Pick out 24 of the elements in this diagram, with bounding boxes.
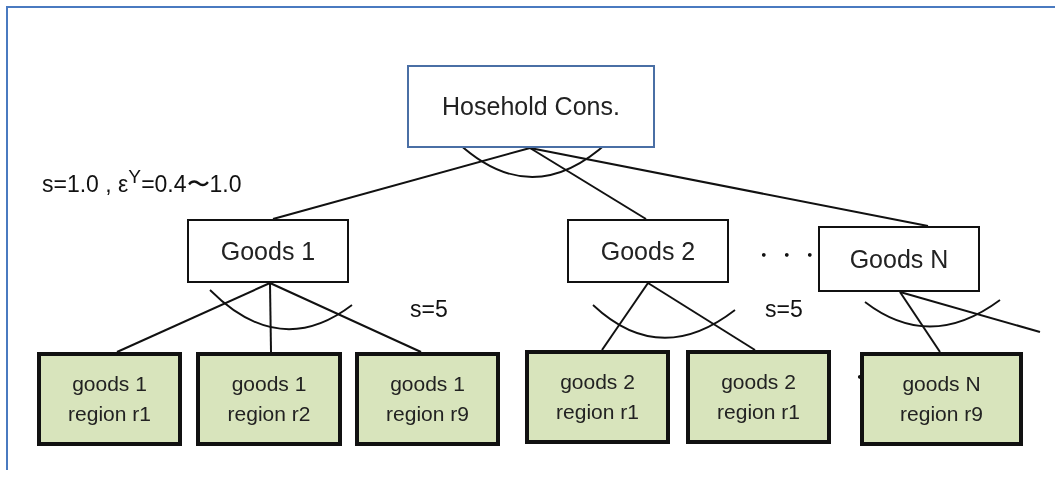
ellipsis-mark: ・・・ (752, 241, 821, 270)
connector-line (269, 282, 422, 353)
parameter-label: s=5 (765, 296, 803, 323)
connector-line (529, 147, 929, 227)
connector-line (899, 291, 1041, 333)
regional-goods-box: goods 1 region r2 (196, 352, 342, 446)
connector-line (116, 282, 271, 353)
regional-goods-box: goods 1 region r1 (37, 352, 182, 446)
regional-goods-box: goods 2 region r1 (525, 350, 670, 444)
connector-line (647, 282, 756, 351)
category-box: Goods 2 (567, 219, 729, 283)
connector-line (269, 282, 272, 353)
regional-goods-box: goods 1 region r9 (355, 352, 500, 446)
regional-goods-box: goods 2 region r1 (686, 350, 831, 444)
connector-line (272, 147, 531, 220)
category-box: Goods 1 (187, 219, 349, 283)
category-box: Goods N (818, 226, 980, 292)
parameter-label: s=1.0 , ε$^{Y}$=0.4〜1.0 (42, 166, 242, 199)
connector-line (601, 282, 649, 351)
connector-line (899, 291, 941, 353)
parameter-label: s=5 (410, 296, 448, 323)
connector-line (529, 147, 647, 220)
category-box: Hosehold Cons. (407, 65, 655, 148)
regional-goods-box: goods N region r9 (860, 352, 1023, 446)
